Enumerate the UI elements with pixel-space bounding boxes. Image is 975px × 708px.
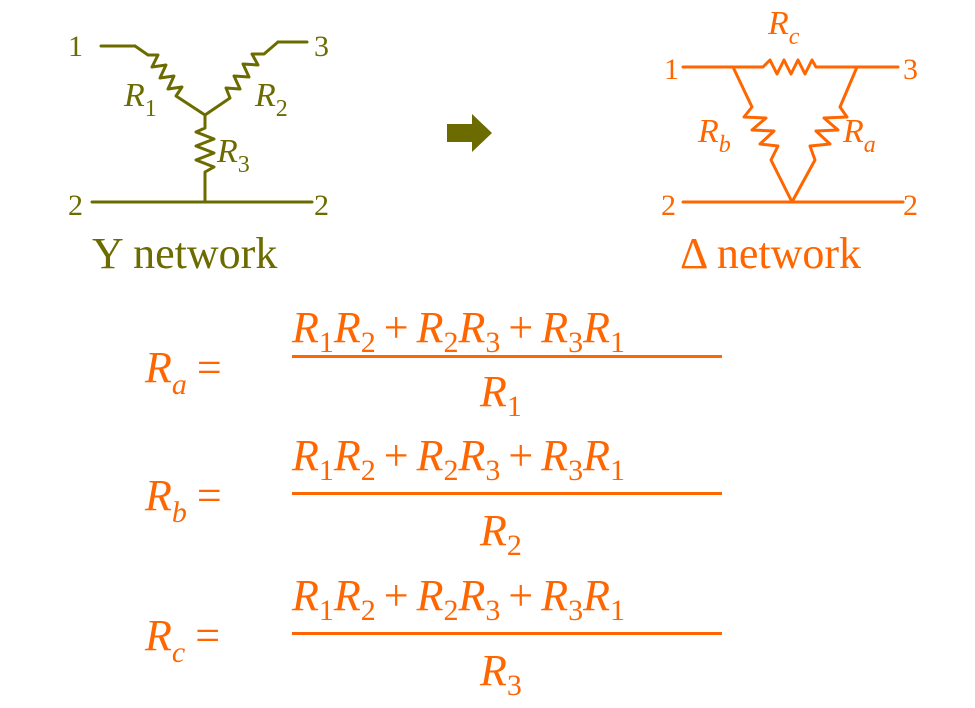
delta-terminal-1-label: 1 <box>664 53 679 86</box>
delta-resistor-rc <box>681 58 900 76</box>
delta-resistor-rb <box>731 65 794 204</box>
equation-rb-lhs: Rb= <box>144 471 222 529</box>
equation-rc: Rc= R1R2+R2R3+R3R1 R3 <box>144 571 722 702</box>
equation-rc-fraction-bar <box>292 632 722 635</box>
y-r3-label: R3 <box>216 133 250 178</box>
equation-ra-fraction-bar <box>292 355 722 358</box>
y-resistor-r3 <box>194 113 216 204</box>
delta-ra-label: Ra <box>842 113 876 158</box>
delta-rc-label: Rc <box>767 5 800 50</box>
right-arrow-icon <box>447 114 492 152</box>
delta-terminal-3-label: 3 <box>903 53 918 86</box>
equation-ra-lhs: Ra= <box>144 343 222 401</box>
delta-resistor-ra <box>790 65 859 204</box>
y-resistor-r1 <box>133 44 207 117</box>
delta-network-diagram: 1 3 2 2 Rc Rb Ra Δ network <box>661 5 918 278</box>
equation-rc-lhs: Rc= <box>144 611 220 669</box>
y-r2-label: R2 <box>254 77 288 122</box>
equation-rb: Rb= R1R2+R2R3+R3R1 R2 <box>144 431 722 562</box>
delta-terminal-2-right-label: 2 <box>903 189 918 222</box>
y-terminal-2-left-label: 2 <box>68 189 83 222</box>
delta-network-caption: Δ network <box>680 229 861 278</box>
equation-ra: Ra= R1R2+R2R3+R3R1 R1 <box>144 303 722 423</box>
delta-rb-label: Rb <box>697 113 731 158</box>
equation-rb-numerator: R1R2+R2R3+R3R1 <box>291 431 625 487</box>
y-terminal-1-label: 1 <box>68 30 83 63</box>
y-r1-label: R1 <box>123 77 157 122</box>
equation-rc-denominator: R3 <box>479 646 522 702</box>
y-network-caption: Y network <box>92 229 277 278</box>
equation-ra-denominator: R1 <box>479 367 522 423</box>
equation-ra-numerator: R1R2+R2R3+R3R1 <box>291 303 625 359</box>
equation-rb-fraction-bar <box>292 492 722 495</box>
y-network-diagram: 1 3 2 2 R1 R2 R3 Y network <box>68 30 329 278</box>
equation-rc-numerator: R1R2+R2R3+R3R1 <box>291 571 625 627</box>
delta-terminal-2-left-label: 2 <box>661 189 676 222</box>
y-terminal-3-label: 3 <box>314 30 329 63</box>
y-resistor-r2 <box>203 40 280 117</box>
y-terminal-2-right-label: 2 <box>314 189 329 222</box>
equation-rb-denominator: R2 <box>479 506 522 562</box>
